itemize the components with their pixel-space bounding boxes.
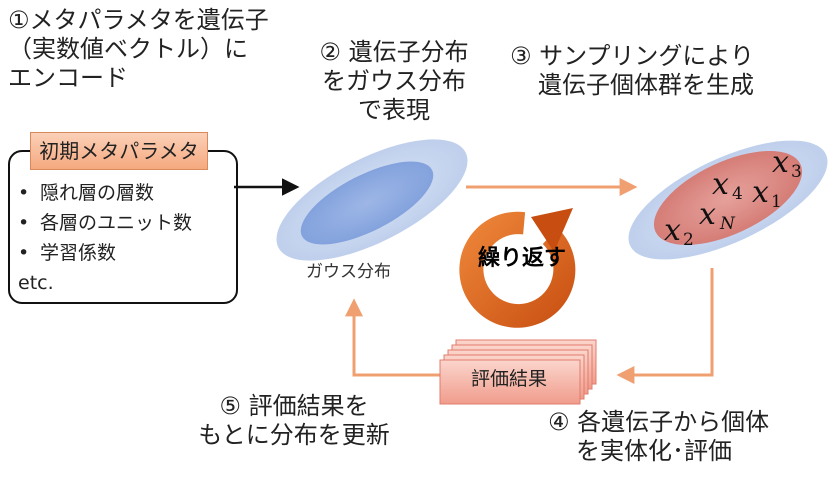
step2-text: ② 遺伝子分布 をガウス分布 で表現 bbox=[314, 38, 474, 124]
step5-text: ⑤ 評価結果を もとに分布を更新 bbox=[184, 392, 404, 450]
step3-text: ③ サンプリングにより 遺伝子個体群を生成 bbox=[510, 42, 754, 100]
step2-line1: ② 遺伝子分布 bbox=[319, 38, 469, 66]
meta-param-box bbox=[8, 150, 238, 304]
step2-line2: をガウス分布 bbox=[322, 66, 466, 95]
individual-xN-sub: N bbox=[720, 214, 735, 234]
individual-x3-sub: 3 bbox=[791, 162, 802, 182]
individual-x1-var: x bbox=[752, 175, 769, 210]
repeat-label: 繰り返す bbox=[478, 246, 567, 271]
meta-param-list: •隠れ層の層数 •各層のユニット数 •学習係数 etc. bbox=[18, 178, 192, 298]
step2-line3: で表現 bbox=[358, 95, 430, 124]
meta-param-title: 初期メタパラメタ bbox=[30, 132, 208, 170]
individual-x4-sub: 4 bbox=[732, 184, 743, 204]
individual-x3-var: x bbox=[772, 145, 789, 180]
step3-line1: ③ サンプリングにより bbox=[510, 42, 754, 70]
individual-x4-var: x bbox=[712, 167, 729, 202]
step1-line1: ①メタパラメタを遺伝子 bbox=[8, 6, 269, 34]
step1-text: ①メタパラメタを遺伝子 （実数値ベクトル）に エンコード bbox=[8, 6, 269, 92]
meta-param-item: •各層のユニット数 bbox=[18, 212, 193, 234]
step4-line1: ④ 各遺伝子から個体 bbox=[548, 408, 770, 436]
gaussian-ellipse bbox=[276, 139, 468, 261]
step5-line2: もとに分布を更新 bbox=[198, 420, 390, 449]
individual-x2-sub: 2 bbox=[683, 230, 694, 250]
step1-line2: （実数値ベクトル）に bbox=[8, 34, 248, 63]
meta-param-etc: etc. bbox=[18, 272, 54, 294]
step5-line1: ⑤ 評価結果を bbox=[219, 392, 369, 420]
sample-ellipse bbox=[628, 140, 828, 260]
meta-param-item: •学習係数 bbox=[18, 242, 117, 264]
individual-x1-sub: 1 bbox=[771, 192, 782, 212]
arrow-samples-to-results bbox=[616, 268, 714, 384]
step4-line2: を実体化･評価 bbox=[576, 436, 732, 465]
individual-x2-var: x bbox=[664, 213, 681, 248]
step3-line2: 遺伝子個体群を生成 bbox=[538, 70, 754, 99]
step1-line3: エンコード bbox=[8, 63, 128, 92]
gaussian-label: ガウス分布 bbox=[306, 262, 391, 282]
step4-text: ④ 各遺伝子から個体 を実体化･評価 bbox=[548, 408, 769, 466]
result-stack bbox=[439, 339, 597, 405]
result-label: 評価結果 bbox=[470, 368, 547, 390]
cycle-arrow-icon bbox=[459, 208, 576, 328]
meta-param-item: •隠れ層の層数 bbox=[18, 182, 155, 204]
individual-xN-var: x bbox=[699, 197, 716, 232]
arrow-results-to-gaussian bbox=[345, 298, 440, 377]
